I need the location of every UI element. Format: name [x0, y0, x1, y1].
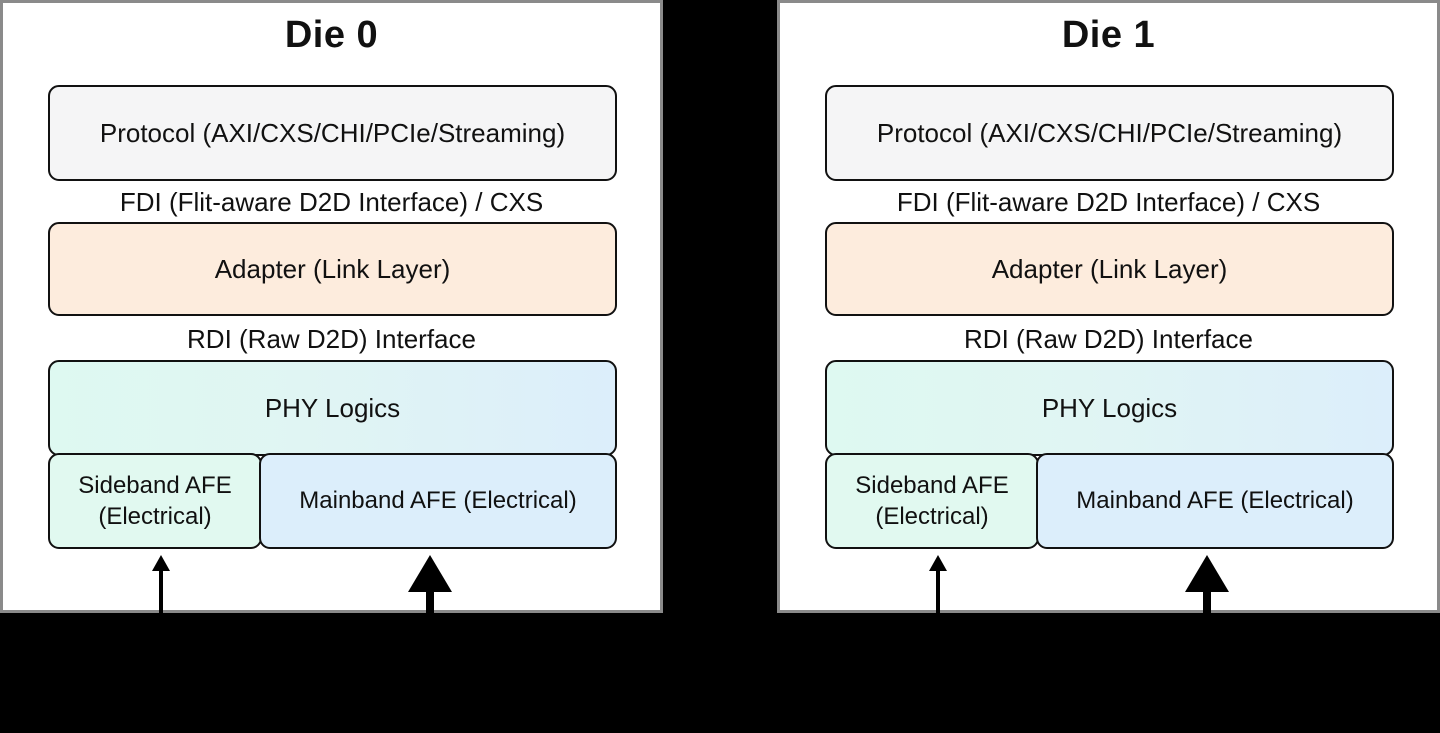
die1-adapter-label: Adapter (Link Layer) — [991, 253, 1228, 284]
die0-phy-label: PHY Logics — [264, 392, 401, 423]
die1-protocol-layer-box: Protocol (AXI/CXS/CHI/PCIe/Streaming) — [825, 85, 1394, 181]
die0-panel: Die 0 Protocol (AXI/CXS/CHI/PCIe/Streami… — [0, 0, 663, 625]
arrow-shaft — [936, 567, 940, 625]
arrow-head-icon — [929, 555, 947, 571]
arrow-shaft — [426, 587, 434, 625]
die1-rdi-interface-label: RDI (Raw D2D) Interface — [964, 324, 1253, 354]
die1-sideband-label: Sideband AFE (Electrical) — [855, 471, 1009, 530]
die1-adapter-layer-box: Adapter (Link Layer) — [825, 222, 1394, 316]
die1-phy-label: PHY Logics — [1041, 392, 1178, 423]
arrow-shaft — [159, 567, 163, 625]
arrow-head-icon — [152, 555, 170, 571]
die1-phy-logics-box: PHY Logics — [825, 360, 1394, 456]
die0-fdi-interface-label: FDI (Flit-aware D2D Interface) / CXS — [119, 187, 544, 217]
die0-sideband-afe-box: Sideband AFE (Electrical) — [48, 453, 262, 549]
die0-mainband-label: Mainband AFE (Electrical) — [299, 487, 577, 514]
die0-rdi-interface-label: RDI (Raw D2D) Interface — [187, 324, 476, 354]
die0-adapter-layer-box: Adapter (Link Layer) — [48, 222, 617, 316]
arrow-shaft — [1203, 587, 1211, 625]
die1-mainband-label: Mainband AFE (Electrical) — [1076, 487, 1354, 514]
die1-panel: Die 1 Protocol (AXI/CXS/CHI/PCIe/Streami… — [777, 0, 1440, 625]
die1-title: Die 1 — [1061, 14, 1156, 56]
die0-title: Die 0 — [284, 14, 379, 56]
die0-phy-logics-box: PHY Logics — [48, 360, 617, 456]
die1-fdi-interface-label: FDI (Flit-aware D2D Interface) / CXS — [896, 187, 1321, 217]
die0-protocol-label: Protocol (AXI/CXS/CHI/PCIe/Streaming) — [99, 117, 566, 148]
die1-sideband-afe-box: Sideband AFE (Electrical) — [825, 453, 1039, 549]
arrow-head-icon — [1185, 555, 1229, 592]
arrow-head-icon — [408, 555, 452, 592]
die0-sideband-label: Sideband AFE (Electrical) — [78, 471, 232, 530]
die0-adapter-label: Adapter (Link Layer) — [214, 253, 451, 284]
die0-protocol-layer-box: Protocol (AXI/CXS/CHI/PCIe/Streaming) — [48, 85, 617, 181]
die0-mainband-afe-box: Mainband AFE (Electrical) — [259, 453, 617, 549]
die1-mainband-afe-box: Mainband AFE (Electrical) — [1036, 453, 1394, 549]
die1-protocol-label: Protocol (AXI/CXS/CHI/PCIe/Streaming) — [876, 117, 1343, 148]
